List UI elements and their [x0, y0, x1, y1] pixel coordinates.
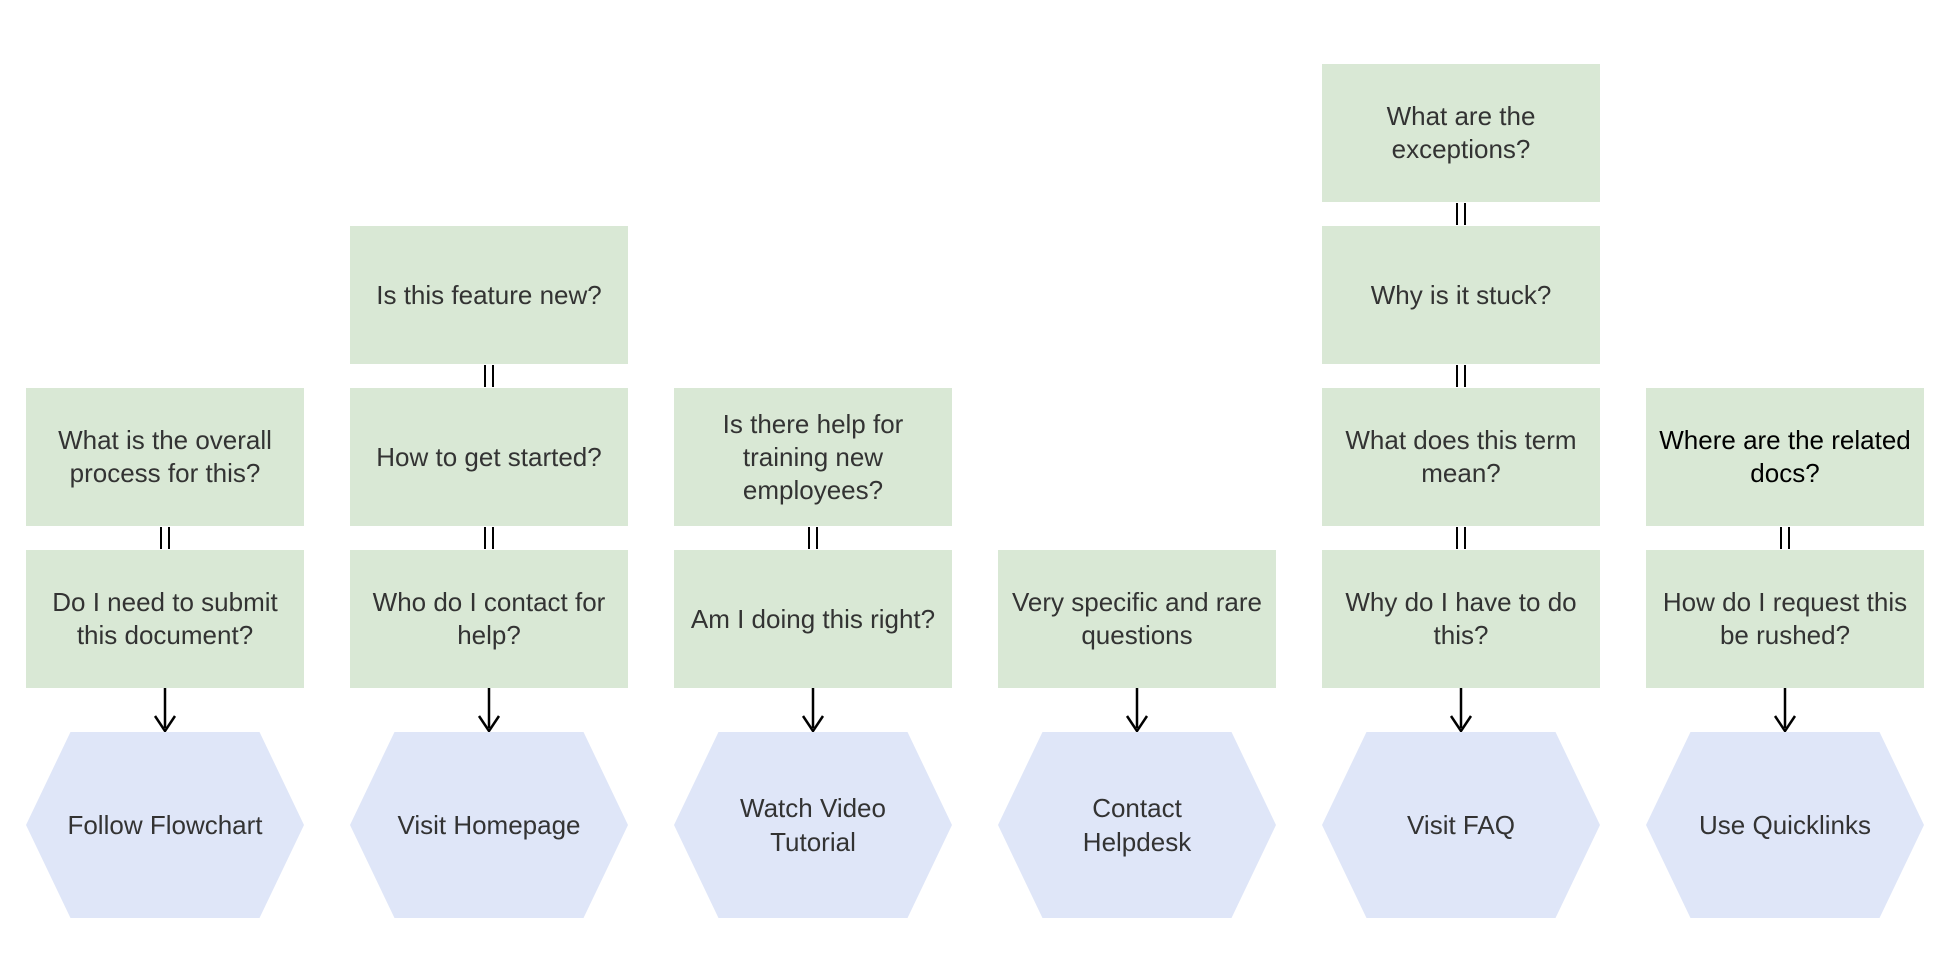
double-bar-connector [1456, 527, 1466, 549]
double-bar-connector [1780, 527, 1790, 549]
question-box: How do I request this be rushed? [1646, 550, 1924, 688]
arrow-down-icon [1449, 688, 1473, 733]
arrow-down-icon [1773, 688, 1797, 733]
question-text: What is the overall process for this? [58, 425, 272, 488]
question-box: Where are the related docs? [1646, 388, 1924, 526]
question-text: What does this term mean? [1345, 425, 1577, 488]
question-box: Am I doing this right? [674, 550, 952, 688]
question-text: Why is it stuck? [1370, 279, 1552, 310]
question-box: Very specific and rare questions [998, 550, 1276, 688]
action-label: Watch Video Tutorial [740, 793, 886, 857]
question-box: Who do I contact for help? [350, 550, 628, 688]
arrow-down-icon [153, 688, 177, 733]
double-bar-connector [1456, 203, 1466, 225]
action-hexagon [1646, 732, 1924, 918]
double-bar-connector [484, 365, 494, 387]
question-text: Do I need to submit this document? [52, 587, 278, 650]
action-hexagon [350, 732, 628, 918]
question-box: Is this feature new? [350, 226, 628, 364]
arrow-down-icon [477, 688, 501, 733]
question-text: How to get started? [376, 441, 602, 472]
question-box: Is there help for training new employees… [674, 388, 952, 526]
arrow-down-icon [801, 688, 825, 733]
question-text: Am I doing this right? [690, 603, 936, 634]
double-bar-connector [484, 527, 494, 549]
action-hexagon [674, 732, 952, 918]
double-bar-connector [160, 527, 170, 549]
action-hexagon [26, 732, 304, 918]
action-label: Visit Homepage [397, 810, 581, 840]
question-box: What are the exceptions? [1322, 64, 1600, 202]
question-text: What are the exceptions? [1386, 101, 1536, 164]
question-box: What does this term mean? [1322, 388, 1600, 526]
action-label: Use Quicklinks [1699, 810, 1871, 840]
question-text: How do I request this be rushed? [1662, 587, 1908, 650]
action-label: Visit FAQ [1407, 810, 1515, 840]
question-text: Is there help for training new employees… [722, 408, 904, 505]
question-box: Why do I have to do this? [1322, 550, 1600, 688]
double-bar-connector [808, 527, 818, 549]
question-text: Where are the related docs? [1659, 425, 1911, 488]
question-text: Very specific and rare questions [1011, 587, 1262, 650]
question-box: Do I need to submit this document? [26, 550, 304, 688]
action-hexagon [1322, 732, 1600, 918]
arrow-down-icon [1125, 688, 1149, 733]
question-text: Why do I have to do this? [1345, 587, 1577, 650]
double-bar-connector [1456, 365, 1466, 387]
question-text: Is this feature new? [376, 279, 602, 310]
question-text: Who do I contact for help? [372, 587, 606, 650]
question-box: Why is it stuck? [1322, 226, 1600, 364]
action-label: Contact Helpdesk [1082, 793, 1192, 857]
question-box: What is the overall process for this? [26, 388, 304, 526]
action-hexagon [998, 732, 1276, 918]
question-box: How to get started? [350, 388, 628, 526]
action-label: Follow Flowchart [67, 810, 263, 840]
